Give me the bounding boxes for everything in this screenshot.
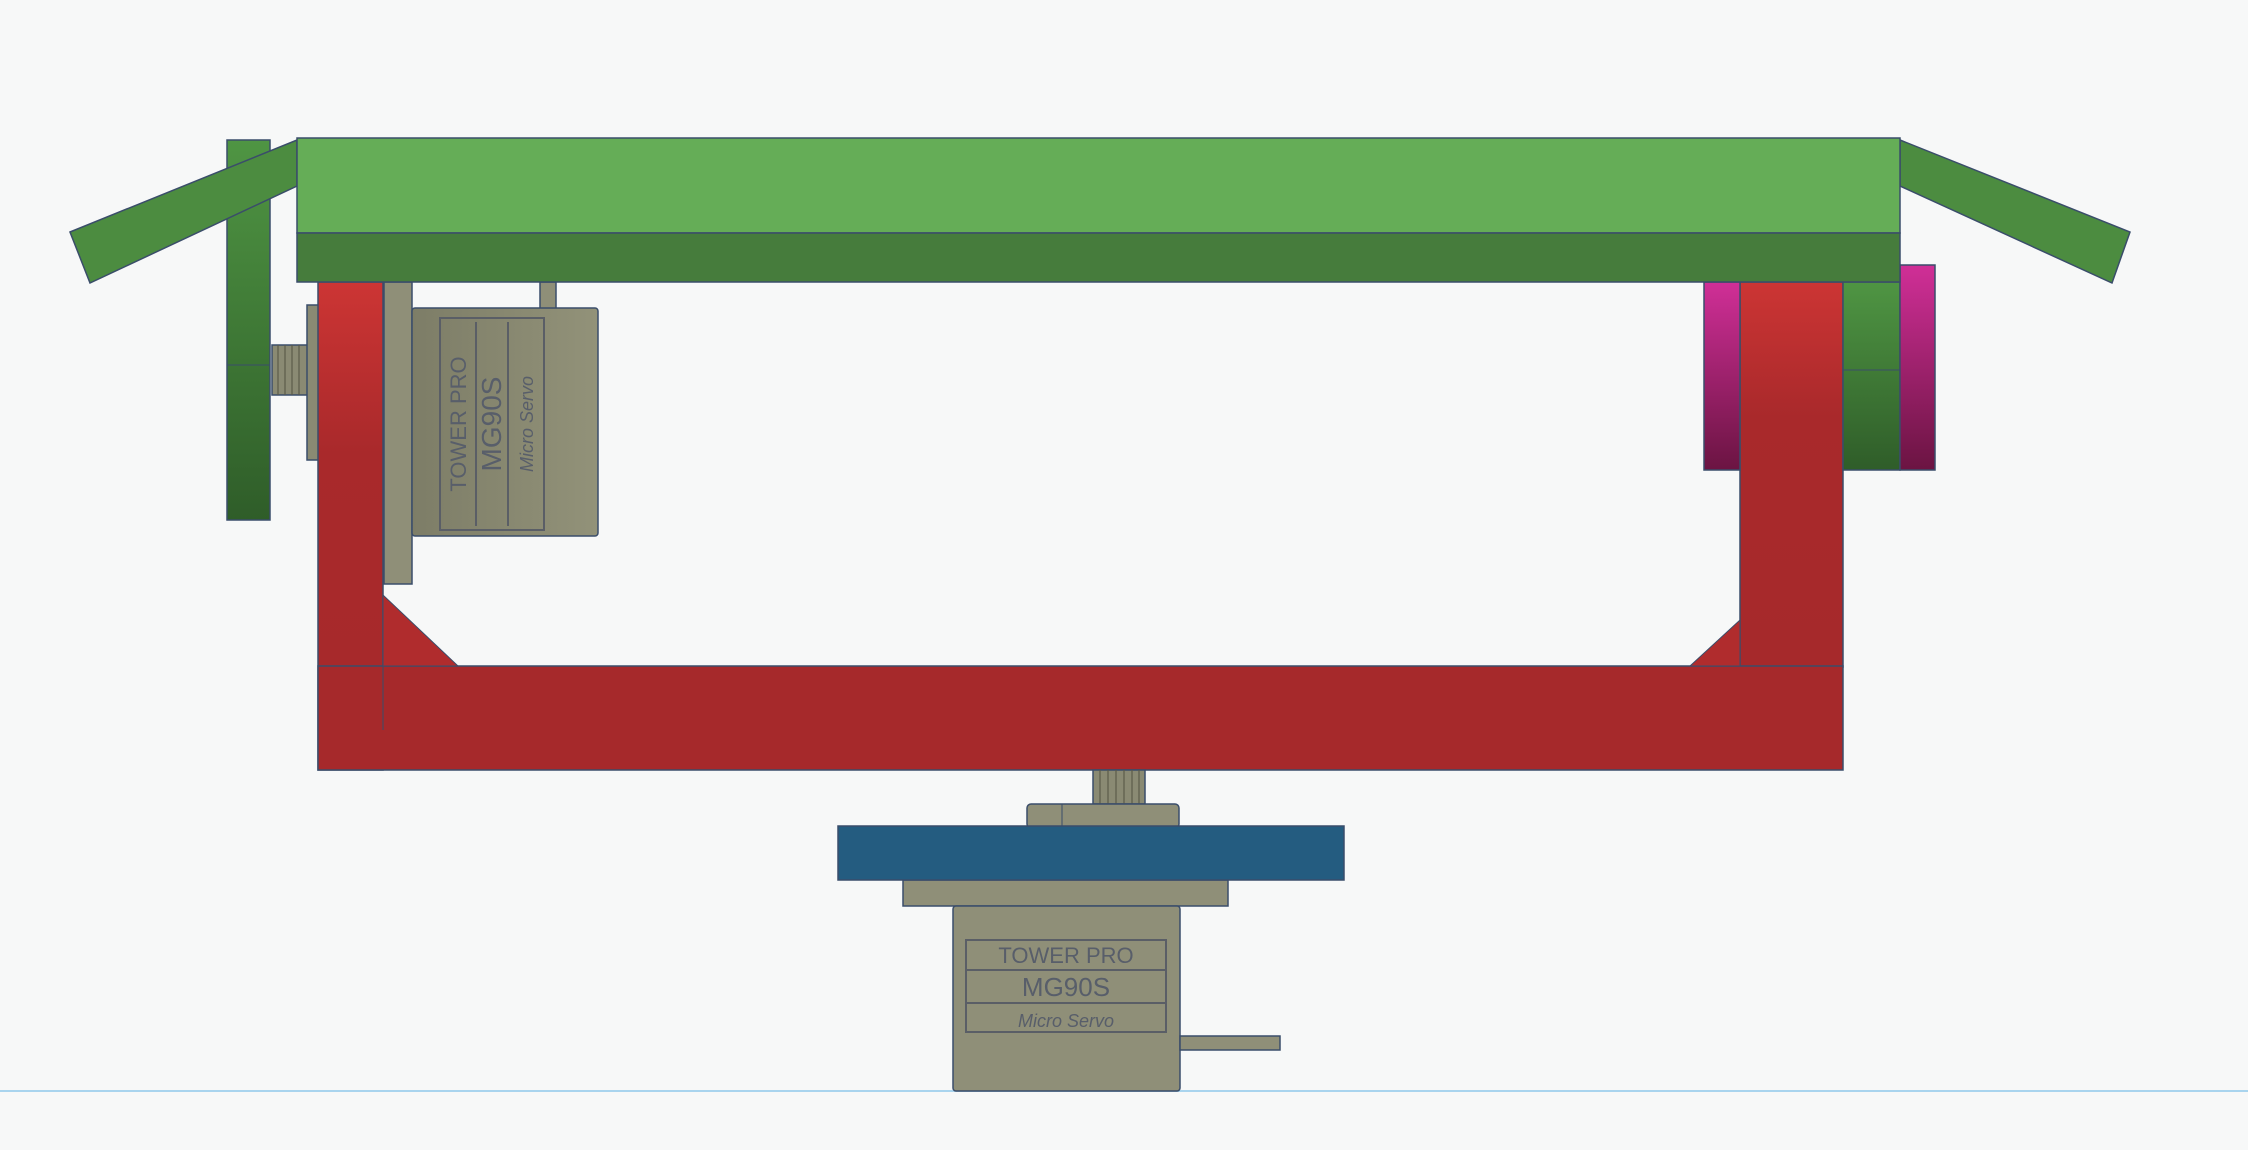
tilt-servo-model: MG90S	[476, 377, 507, 472]
pan-servo-brand: TOWER PRO	[998, 943, 1133, 968]
right-tilt-bearing	[1703, 264, 1936, 471]
left-servo-spline	[271, 304, 322, 461]
pan-servo-mg90s: TOWER PRO MG90S Micro Servo	[902, 769, 1281, 1092]
red-pan-frame	[317, 281, 1844, 771]
pan-servo-type: Micro Servo	[1018, 1011, 1114, 1031]
tilt-servo-type: Micro Servo	[517, 376, 537, 472]
blue-base-disc	[837, 825, 1345, 881]
tilt-servo-brand: TOWER PRO	[446, 356, 471, 491]
tilt-servo-mg90s: TOWER PRO MG90S Micro Servo	[383, 281, 599, 585]
green-tilt-platform	[69, 137, 2131, 285]
pan-servo-model: MG90S	[1022, 972, 1110, 1002]
